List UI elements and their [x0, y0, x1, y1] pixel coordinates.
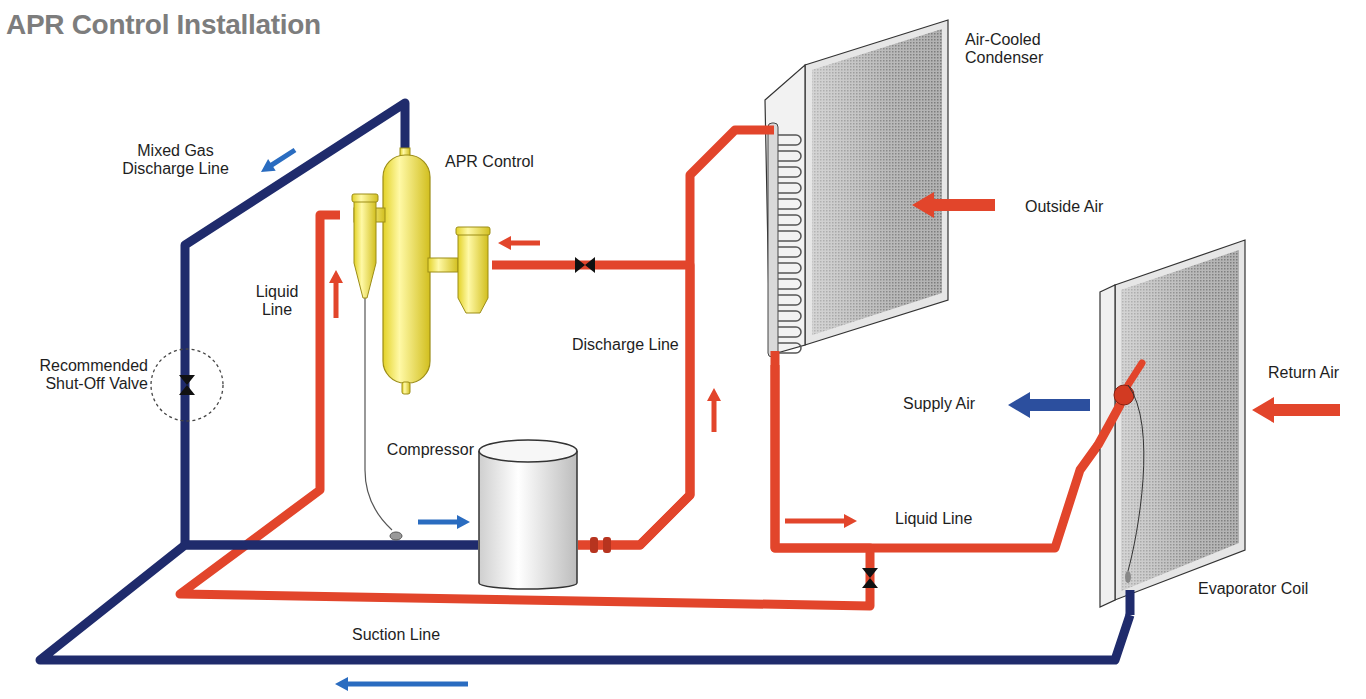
coil-bend: [778, 343, 801, 353]
coil-bend: [778, 279, 801, 289]
component-label: Air-Cooled Condenser: [965, 31, 1065, 68]
shutoff-valve-symbol: [179, 375, 195, 395]
component-label: APR Control: [445, 153, 534, 171]
coil-bend: [778, 247, 801, 257]
evaporator-coil-picture: [1098, 235, 1248, 615]
flow-arrow: [261, 148, 296, 172]
valve-cap: [456, 227, 490, 235]
callout-label: Outside Air: [1025, 198, 1103, 216]
air-cooled-condenser: Air-Cooled Condenser: [760, 15, 952, 365]
component-label: Evaporator Coil: [1198, 580, 1308, 598]
pipe-label: Mixed Gas Discharge Line: [108, 142, 243, 179]
fin-shine: [1121, 250, 1239, 591]
pipe-stub: [1128, 363, 1142, 385]
sensing-line: [1128, 385, 1144, 571]
evaporator-fins: [1121, 250, 1239, 591]
condenser-fins: [812, 29, 942, 335]
pipe-stub: [1126, 590, 1135, 615]
apr-control: APR Control: [340, 148, 492, 398]
pipe-label: Liquid Line: [895, 510, 972, 528]
callout-label: Supply Air: [903, 395, 975, 413]
pipe-label: Liquid Line: [246, 283, 308, 320]
refrigerant-pipe: [775, 365, 1098, 548]
valve-highlight-circle: [151, 349, 223, 421]
coil-bend: [778, 215, 801, 225]
evaporator-coil: Evaporator Coil: [1098, 235, 1248, 615]
callout-label: Recommended Shut-Off Valve: [8, 357, 148, 394]
flow-arrow: [335, 677, 468, 691]
pipe-stub: [760, 126, 774, 135]
coil-bend: [778, 327, 801, 337]
pipe-stub: [771, 351, 780, 365]
coil-bend: [778, 135, 801, 145]
component-label: Compressor: [387, 441, 474, 459]
coil-bend: [778, 311, 801, 321]
callout-label: Return Air: [1268, 364, 1339, 382]
pipe-union: [603, 537, 611, 553]
compressor-top: [479, 440, 577, 462]
fin-shine: [812, 29, 942, 335]
air-flow-arrow: [1008, 392, 1090, 418]
air-flow-arrow: [912, 192, 995, 218]
apr-control-picture: [340, 148, 492, 398]
pipe-stub: [1098, 405, 1120, 445]
inlet-tee: [428, 258, 458, 272]
flow-arrow: [707, 388, 721, 432]
coil-bend: [778, 183, 801, 193]
pipe-union: [590, 537, 598, 553]
coil-bend: [778, 167, 801, 177]
air-flow-arrow: [1252, 397, 1340, 423]
flow-arrow: [785, 514, 857, 528]
liquid-valve: [354, 200, 376, 298]
sensing-bulb: [1125, 571, 1131, 583]
flow-arrow: [418, 515, 470, 529]
sensing-bulb: [390, 532, 402, 540]
coil-bend: [778, 151, 801, 161]
evaporator-frame: [1115, 240, 1245, 600]
diagram-title: APR Control Installation: [6, 8, 321, 42]
valve-cap: [352, 194, 378, 202]
compressor-base: [479, 583, 577, 589]
air-cooled-condenser-picture: [760, 15, 952, 365]
header-pipe: [768, 123, 778, 357]
shutoff-valve-symbol: [575, 257, 595, 273]
condenser-frame: [805, 20, 948, 345]
coil-bend: [778, 199, 801, 209]
drain-nub: [402, 382, 410, 394]
expansion-valve: [1114, 385, 1134, 405]
coil-bend: [778, 263, 801, 273]
flow-arrow: [498, 236, 540, 250]
coil-bend: [778, 231, 801, 241]
compressor-picture: [478, 438, 578, 593]
shutoff-valve-symbol: [862, 568, 878, 588]
compressor: Compressor: [478, 438, 578, 593]
coil-bend: [778, 295, 801, 305]
regulator-valve: [458, 233, 488, 313]
pipe-label: Suction Line: [352, 626, 440, 644]
pipe-label: Discharge Line: [572, 336, 679, 354]
accumulator-tank: [383, 155, 430, 383]
pipe-group: [40, 103, 1130, 660]
compressor-body: [479, 451, 577, 583]
refrigerant-pipe: [40, 545, 1130, 660]
refrigerant-pipe: [185, 103, 478, 545]
compressor-outline: [479, 451, 577, 583]
flow-arrow: [329, 270, 343, 318]
